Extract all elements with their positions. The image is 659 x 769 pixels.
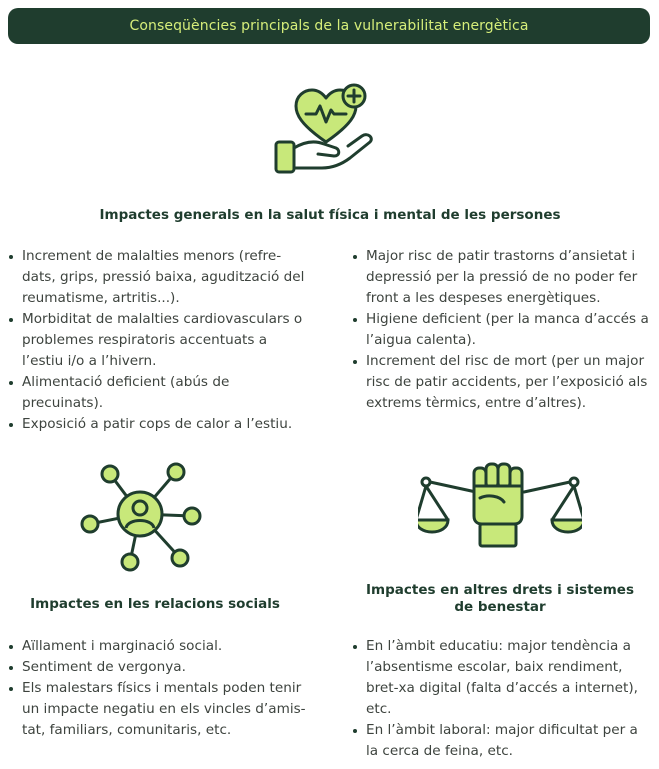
section-heading-health: Impactes generals en la salut física i m… (99, 207, 561, 223)
section-heading-social: Impactes en les relacions socials (30, 596, 280, 612)
banner-title: Conseqüències principals de la vulnerabi… (129, 18, 529, 34)
list-item: Aïllament i marginació social. (8, 636, 308, 657)
heading-line: Impactes en altres drets i sistemes (366, 582, 634, 598)
list-item: Higiene deficient (per la manca d’accés … (352, 309, 652, 351)
heading-line: de benestar (454, 599, 546, 615)
list-item: Sentiment de vergonya. (8, 657, 308, 678)
list-item: En l’àmbit educatiu: major tendència a l… (352, 636, 652, 720)
section-heading-rights: Impactes en altres drets i sistemes de b… (350, 582, 650, 616)
title-banner: Conseqüències principals de la vulnerabi… (8, 8, 650, 44)
list-item: Increment del risc de mort (per un major… (352, 351, 652, 414)
list-item: En l’àmbit laboral: major dificultat per… (352, 720, 652, 762)
rights-list: En l’àmbit educatiu: major tendència a l… (352, 636, 652, 762)
social-list: Aïllament i marginació social. Sentiment… (8, 636, 308, 741)
list-item: Els malestars físics i mentals poden ten… (8, 678, 308, 741)
list-item: Morbiditat de malalties cardiovasculars … (8, 309, 308, 372)
list-item: Alimentació deficient (abús de precuinat… (8, 372, 308, 414)
social-network-icon (78, 458, 202, 576)
health-left-list: Increment de malalties menors (refre-dat… (8, 246, 308, 435)
health-right-list: Major risc de patir trastorns d’ansietat… (352, 246, 652, 414)
list-item: Exposició a patir cops de calor a l’esti… (8, 414, 308, 435)
heart-hand-care-icon (270, 80, 382, 178)
list-item: Major risc de patir trastorns d’ansietat… (352, 246, 652, 309)
justice-scale-fist-icon (418, 458, 582, 554)
list-item: Increment de malalties menors (refre-dat… (8, 246, 308, 309)
